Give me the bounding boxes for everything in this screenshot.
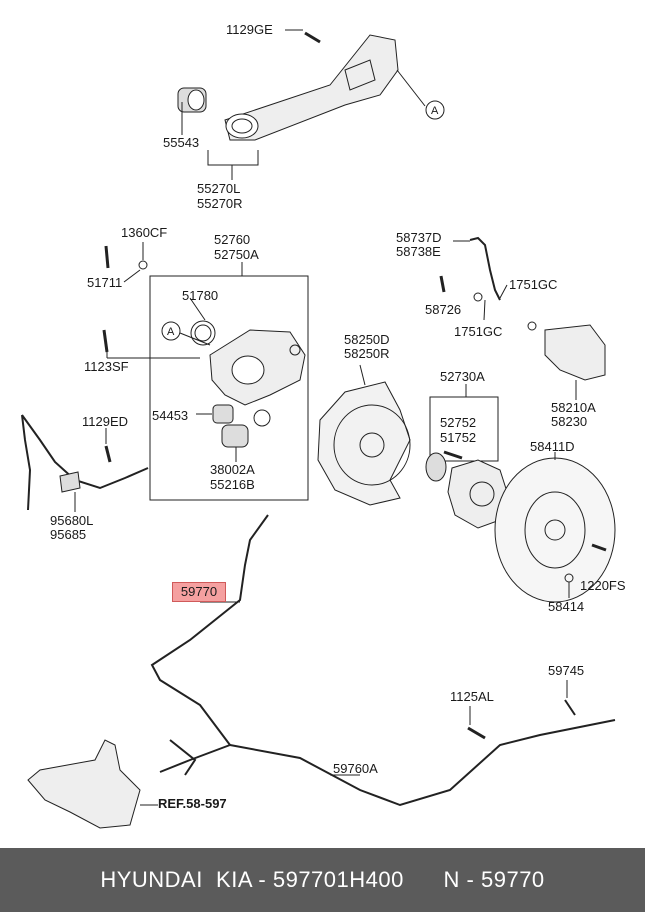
label-51752: 51752 bbox=[440, 430, 477, 445]
label-1129GE: 1129GE bbox=[226, 22, 273, 37]
label-59745: 59745 bbox=[548, 663, 585, 678]
label-59770-highlighted: 59770 bbox=[172, 582, 226, 602]
parking-lever bbox=[27, 739, 141, 829]
label-1751GC-b: 1751GC bbox=[454, 324, 503, 339]
label-58250R: 58250R bbox=[344, 346, 390, 361]
parking-cable-59770 bbox=[150, 514, 269, 746]
label-55270R: 55270R bbox=[197, 196, 243, 211]
callout-a-top: A bbox=[431, 105, 439, 117]
parts-diagram: 1129GE 55543 55270L 55270R A 1360CF 5171… bbox=[21, 22, 626, 829]
label-95680L: 95680L bbox=[50, 513, 94, 528]
caliper bbox=[544, 324, 606, 381]
label-58411D: 58411D bbox=[530, 439, 575, 454]
trailing-arm bbox=[224, 34, 399, 141]
label-1125AL: 1125AL bbox=[450, 689, 494, 704]
label-1220FS: 1220FS bbox=[580, 578, 626, 593]
label-1751GC-a: 1751GC bbox=[509, 277, 558, 292]
label-38002A: 38002A bbox=[210, 462, 255, 477]
label-58726: 58726 bbox=[425, 302, 462, 317]
label-58250D: 58250D bbox=[344, 332, 390, 347]
label-58737D: 58737D bbox=[396, 230, 442, 245]
label-59760A: 59760A bbox=[333, 761, 378, 776]
label-1129ED: 1129ED bbox=[82, 414, 129, 429]
label-52730A: 52730A bbox=[440, 369, 485, 384]
label-55270L: 55270L bbox=[197, 181, 241, 196]
footer-brand: HYUNDAI KIA - 597701H400 bbox=[100, 867, 404, 892]
backing-plate bbox=[317, 381, 411, 506]
ref-label: REF.58-597 bbox=[158, 796, 227, 811]
cable-59760A bbox=[229, 719, 616, 807]
label-58230: 58230 bbox=[551, 414, 588, 429]
diagram-drawing bbox=[21, 29, 616, 829]
callout-a-mid: A bbox=[167, 326, 175, 338]
label-52752: 52752 bbox=[440, 415, 477, 430]
label-52760: 52760 bbox=[214, 232, 251, 247]
label-55543: 55543 bbox=[163, 135, 200, 150]
label-58414: 58414 bbox=[548, 599, 585, 614]
label-58738E: 58738E bbox=[396, 244, 441, 259]
label-52750A: 52750A bbox=[214, 247, 259, 262]
label-1360CF: 1360CF bbox=[121, 225, 168, 240]
footer-number: N - 59770 bbox=[443, 867, 545, 892]
footer-bar: HYUNDAI KIA - 597701H400 N - 59770 bbox=[0, 848, 645, 912]
label-1123SF: 1123SF bbox=[84, 359, 129, 374]
label-51711: 51711 bbox=[87, 275, 123, 290]
footer-spacer bbox=[404, 867, 444, 893]
label-51780: 51780 bbox=[182, 288, 219, 303]
label-55216B: 55216B bbox=[210, 477, 255, 492]
abs-sensor bbox=[21, 414, 149, 511]
label-54453: 54453 bbox=[152, 408, 189, 423]
label-95685: 95685 bbox=[50, 527, 87, 542]
brake-hose bbox=[469, 236, 501, 301]
label-58210A: 58210A bbox=[551, 400, 596, 415]
